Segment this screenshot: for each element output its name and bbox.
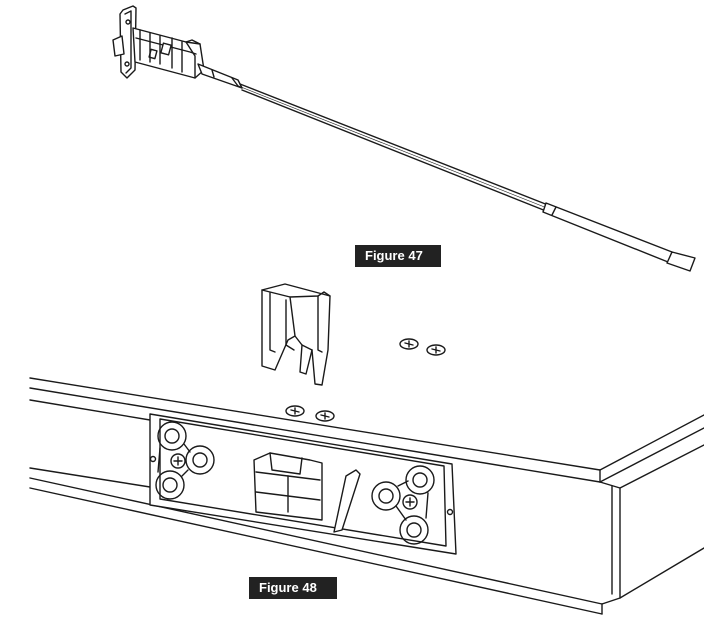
figure-47-label: Figure 47 bbox=[355, 245, 441, 267]
screw-heads-top-drawing bbox=[285, 338, 446, 422]
jig-clip-drawing bbox=[261, 283, 331, 386]
latch-assembly-drawing bbox=[112, 5, 243, 89]
door-slab-drawing bbox=[29, 377, 704, 615]
strike-plate-drawing bbox=[149, 413, 457, 555]
figure-48-label: Figure 48 bbox=[249, 577, 337, 599]
spindle-rod-drawing bbox=[239, 83, 696, 272]
